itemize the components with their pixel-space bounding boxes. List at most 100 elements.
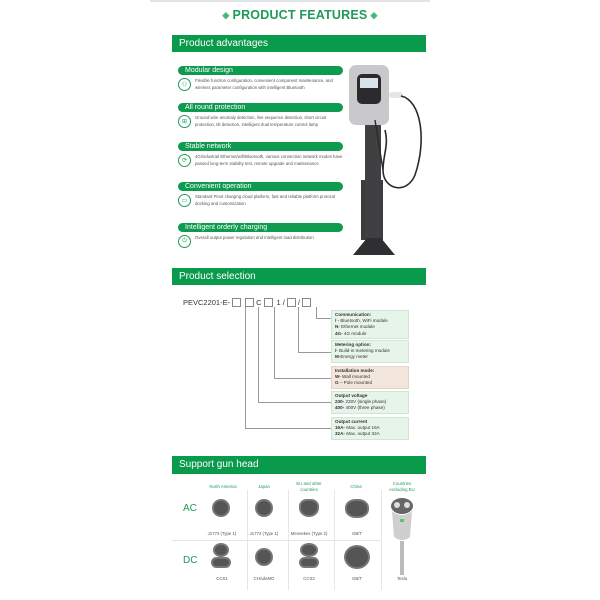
code-slot-installation: [263, 298, 273, 307]
option-code: 400-: [335, 405, 345, 411]
option-code: G: [335, 380, 339, 386]
tesla-connector-icon: [391, 498, 413, 575]
code-slot-current: [232, 298, 242, 307]
option-text: Energy meter: [340, 354, 368, 360]
advantage-desc: Ground wire anomaly detection, line sequ…: [195, 115, 327, 127]
code-slot-voltage: [245, 298, 255, 307]
connector-line: [316, 318, 331, 319]
option-text: Max. output 16A: [344, 425, 380, 431]
advantage-title: All round protection: [178, 103, 343, 112]
ccs1-dc-pins-icon: [211, 557, 231, 568]
option-installation: Installation mode: W- Wall mounted G – P…: [331, 366, 409, 389]
code-slot-communication: [301, 298, 311, 307]
ccs1-connector-icon: [213, 543, 229, 557]
model-code: PEVC2201-E- C 1 //: [183, 298, 313, 307]
advantage-desc: Flexible function configuration, conveni…: [195, 78, 333, 90]
connector-line: [274, 378, 331, 379]
advantage-title: Convenient operation: [178, 182, 343, 191]
diamond-left-icon: ◈: [222, 10, 230, 20]
connector-label: GB/T: [351, 576, 363, 581]
advantage-desc: Standard Pinot charging cloud platform, …: [195, 194, 336, 206]
grid-divider: [172, 540, 382, 541]
code-slot-metering: [286, 298, 296, 307]
section-product-selection: Product selection: [172, 268, 426, 285]
option-code: 230-: [335, 399, 345, 405]
screen-icon: ▭: [178, 194, 191, 207]
page-title-text: PRODUCT FEATURES: [232, 8, 368, 22]
option-text: 400V (three phase): [344, 405, 385, 411]
model-prefix: PEVC2201-E-: [183, 298, 231, 307]
connector-label: GB/T: [351, 531, 363, 536]
connector-line: [298, 352, 331, 353]
connector-line: [274, 307, 275, 378]
option-text: – Pole mounted: [338, 380, 373, 386]
option-text: 230V (single phase): [344, 399, 387, 405]
connector-label: CCS1: [216, 576, 228, 581]
column-north-america: North America: [209, 484, 237, 489]
connector-label: Tesla: [396, 576, 408, 581]
ev-charger-image: [349, 65, 422, 255]
network-icon: ⟳: [178, 154, 191, 167]
gbt-dc-connector-icon: [344, 545, 370, 569]
top-divider: [150, 0, 430, 2]
option-text: Ethernet module: [339, 324, 375, 330]
advantage-desc: 4G/industrial Ethernet/wifi/Bluetooth, v…: [195, 154, 343, 166]
connector-line: [245, 307, 246, 428]
option-code: N-: [335, 324, 340, 330]
page-title: ◈PRODUCT FEATURES◈: [0, 8, 600, 22]
option-metering: Metering option: /- Build-in metering mo…: [331, 340, 409, 363]
row-dc: DC: [183, 555, 198, 566]
j1772-connector-icon: [255, 499, 273, 517]
connector-line: [258, 307, 259, 402]
code-1: 1 /: [276, 298, 285, 307]
advantage-title: Stable network: [178, 142, 343, 151]
diamond-right-icon: ◈: [370, 10, 378, 20]
connector-line: [245, 428, 331, 429]
option-title: Installation mode:: [335, 368, 375, 373]
connector-label: CCS2: [303, 576, 315, 581]
advantage-stable-network: Stable network ⟳ 4G/industrial Ethernet/w…: [178, 142, 343, 167]
row-ac: AC: [183, 503, 197, 514]
j1772-connector-icon: [212, 499, 230, 517]
connector-label: J1772 (Type 1): [207, 531, 237, 536]
option-code: /-: [335, 348, 338, 354]
option-code: / -: [335, 318, 340, 324]
connector-label: J1772 (Type 1): [249, 531, 279, 536]
option-text: 4G module: [342, 330, 367, 336]
option-text: Build-in metering module: [337, 348, 390, 354]
advantage-orderly-charging: Intelligent orderly charging ⏻Overall ou…: [178, 223, 343, 248]
ccs2-connector-icon: [300, 543, 318, 557]
type2-connector-icon: [299, 499, 319, 517]
option-code: 4G-: [335, 330, 343, 336]
option-code: M-: [335, 354, 341, 360]
connector-line: [298, 307, 299, 352]
option-text: Max. output 32A: [344, 431, 380, 437]
option-title: Output voltage: [335, 393, 368, 398]
option-code: 16A-: [335, 425, 345, 431]
advantage-modular-design: Modular design ⚇ Flexible function config…: [178, 66, 343, 91]
chademo-connector-icon: [255, 548, 273, 566]
shield-grid-icon: ⊞: [178, 115, 191, 128]
advantage-desc: Overall output power regulation and inte…: [195, 235, 314, 240]
connector-line: [316, 307, 317, 318]
column-china: China: [350, 484, 362, 489]
section-advantages: Product advantages: [172, 35, 426, 52]
advantage-title: Modular design: [178, 66, 343, 75]
section-gun-head: Support gun head: [172, 456, 426, 474]
advantage-convenient-operation: Convenient operation ▭ Standard Pinot cha…: [178, 182, 343, 207]
option-communication: Communication: / - Bluetooth, WiFi modul…: [331, 310, 409, 339]
option-output-current: Output current 16A- Max. output 16A 32A-…: [331, 417, 409, 440]
code-c: C: [256, 298, 262, 307]
connector-label: CHAdeMO: [253, 576, 275, 581]
ccs2-dc-pins-icon: [299, 557, 319, 568]
advantage-all-round-protection: All round protection ⊞ Ground wire anomal…: [178, 103, 343, 128]
column-non-eu: Countries excluding EU: [389, 481, 415, 492]
option-text: Bluetooth, WiFi module: [339, 318, 388, 324]
power-distribution-icon: ⏻: [178, 235, 191, 248]
modules-icon: ⚇: [178, 78, 191, 91]
option-title: Communication:: [335, 312, 372, 317]
option-output-voltage: Output voltage 230- 230V (single phase) …: [331, 391, 409, 414]
column-japan: Japan: [258, 484, 270, 489]
option-text: Wall mounted: [340, 374, 370, 380]
column-eu: EU and other countries: [296, 481, 322, 492]
